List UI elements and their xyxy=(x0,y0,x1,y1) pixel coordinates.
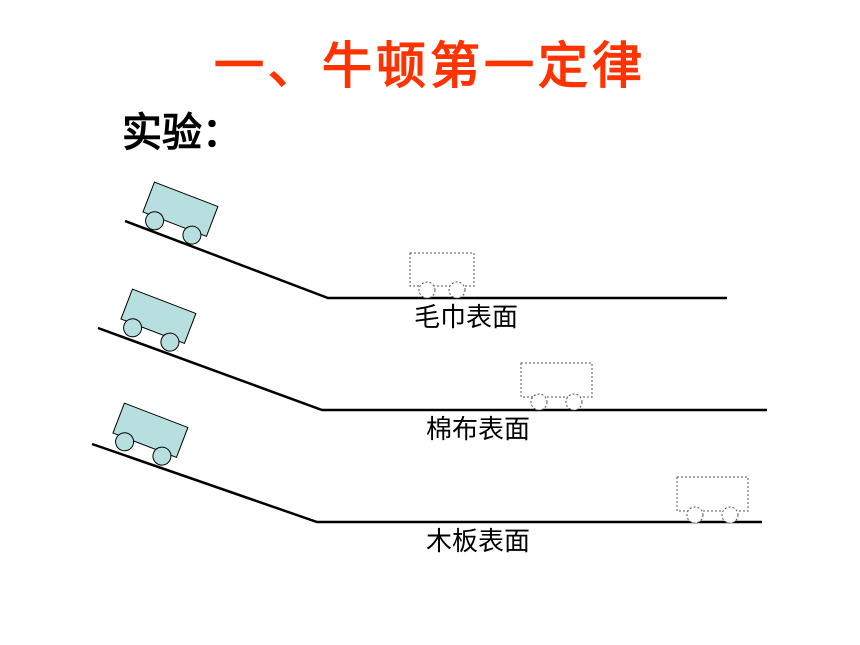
surface-label-cotton: 棉布表面 xyxy=(426,415,531,445)
start-cart xyxy=(120,288,197,352)
stop-cart xyxy=(676,476,749,524)
stop-cart xyxy=(520,362,593,411)
surface-label-wood: 木板表面 xyxy=(426,527,531,557)
track-towel xyxy=(124,181,727,300)
stop-cart xyxy=(409,252,475,299)
track-cotton xyxy=(97,288,767,412)
track-wood xyxy=(91,402,762,524)
track-line xyxy=(124,219,727,300)
start-cart xyxy=(112,402,189,466)
start-cart xyxy=(142,181,219,245)
track-line xyxy=(91,442,762,524)
track-line xyxy=(97,326,767,412)
experiment-heading: 实验： xyxy=(122,110,242,156)
surface-label-towel: 毛巾表面 xyxy=(414,303,519,333)
page-title: 一、牛顿第一定律 xyxy=(214,37,646,95)
